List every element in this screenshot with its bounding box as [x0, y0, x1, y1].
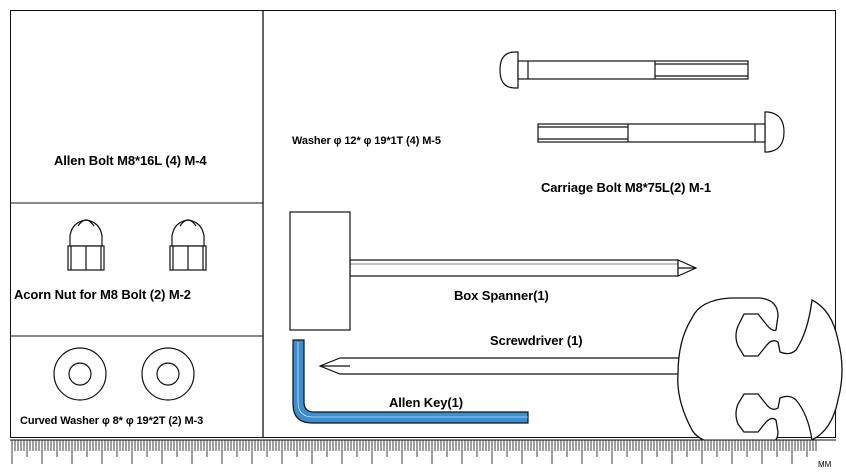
acorn-nut-drawing	[67, 219, 105, 271]
ruler-unit-label: MM	[818, 460, 832, 469]
curved-washer-drawing	[53, 347, 195, 401]
box-spanner-label: Box Spanner(1)	[454, 288, 549, 303]
allen-bolt-drawing	[499, 51, 749, 89]
diagram-frame	[10, 10, 836, 438]
screwdriver-label: Screwdriver (1)	[490, 333, 583, 348]
screwdriver-handle-drawing	[677, 297, 843, 447]
carriage-bolt-label: Carriage Bolt M8*75L(2) M-1	[541, 180, 711, 195]
box-spanner-drawing	[289, 211, 698, 331]
acorn-nut-label: Acorn Nut for M8 Bolt (2) M-2	[14, 287, 191, 302]
allen-bolt-label: Allen Bolt M8*16L (4) M-4	[54, 153, 207, 168]
carriage-bolt-drawing	[537, 111, 785, 153]
curved-washer-label: Curved Washer φ 8* φ 19*2T (2) M-3	[20, 415, 204, 427]
screwdriver-drawing	[318, 357, 700, 375]
washer-label: Washer φ 12* φ 19*1T (4) M-5	[292, 135, 441, 147]
acorn-nut-drawing-2	[169, 219, 207, 271]
allen-key-label: Allen Key(1)	[389, 395, 463, 410]
measuring-ruler	[10, 439, 836, 472]
allen-key-drawing	[292, 339, 529, 424]
